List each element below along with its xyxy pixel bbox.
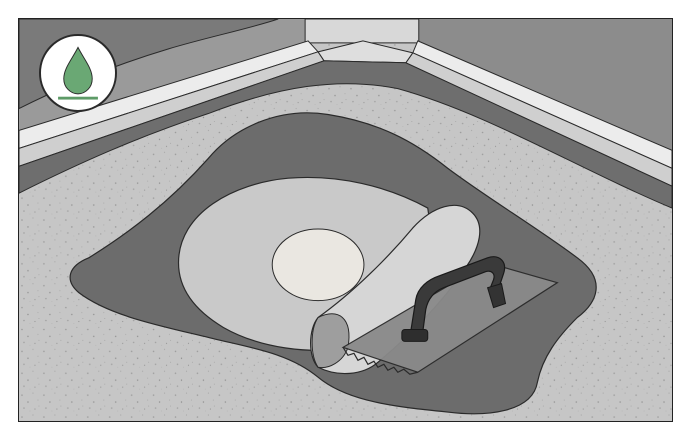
waterproofing-illustration [19, 19, 672, 421]
water-drop-icon [41, 36, 115, 110]
trowel-handle-base [402, 329, 428, 341]
corner-post [305, 19, 419, 43]
illustration-scene [18, 18, 673, 422]
material-type-badge [39, 34, 117, 112]
drain-opening [272, 229, 364, 301]
